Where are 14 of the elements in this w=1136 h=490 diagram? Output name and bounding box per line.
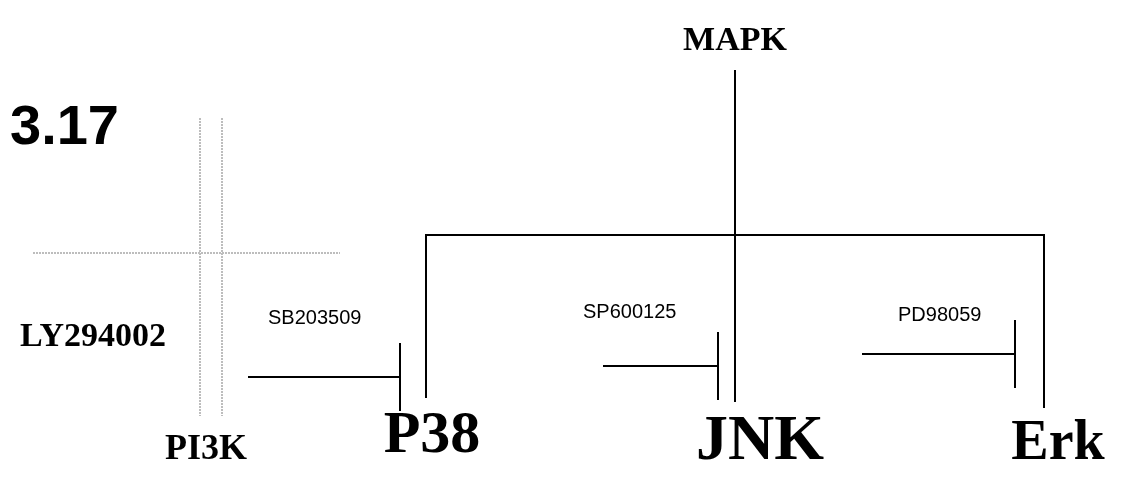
inhibitor-label: SB203509	[268, 306, 362, 329]
molecule-label: LY294002	[20, 316, 167, 354]
inhibitor-label: PD98059	[898, 303, 982, 326]
inhibition-line	[602, 331, 719, 401]
molecule-label: PI3K	[165, 426, 247, 468]
figure-number: 3.17	[10, 92, 119, 157]
kinase-label: JNK	[696, 406, 824, 470]
kinase-label: Erk	[1011, 412, 1105, 468]
kinase-label: P38	[383, 402, 481, 462]
inhibition-line	[247, 342, 401, 412]
inhibitor-label: SP600125	[583, 300, 677, 323]
inhibition-line	[861, 319, 1016, 389]
pathway-line	[734, 69, 1045, 409]
kinase-label: MAPK	[683, 22, 787, 56]
